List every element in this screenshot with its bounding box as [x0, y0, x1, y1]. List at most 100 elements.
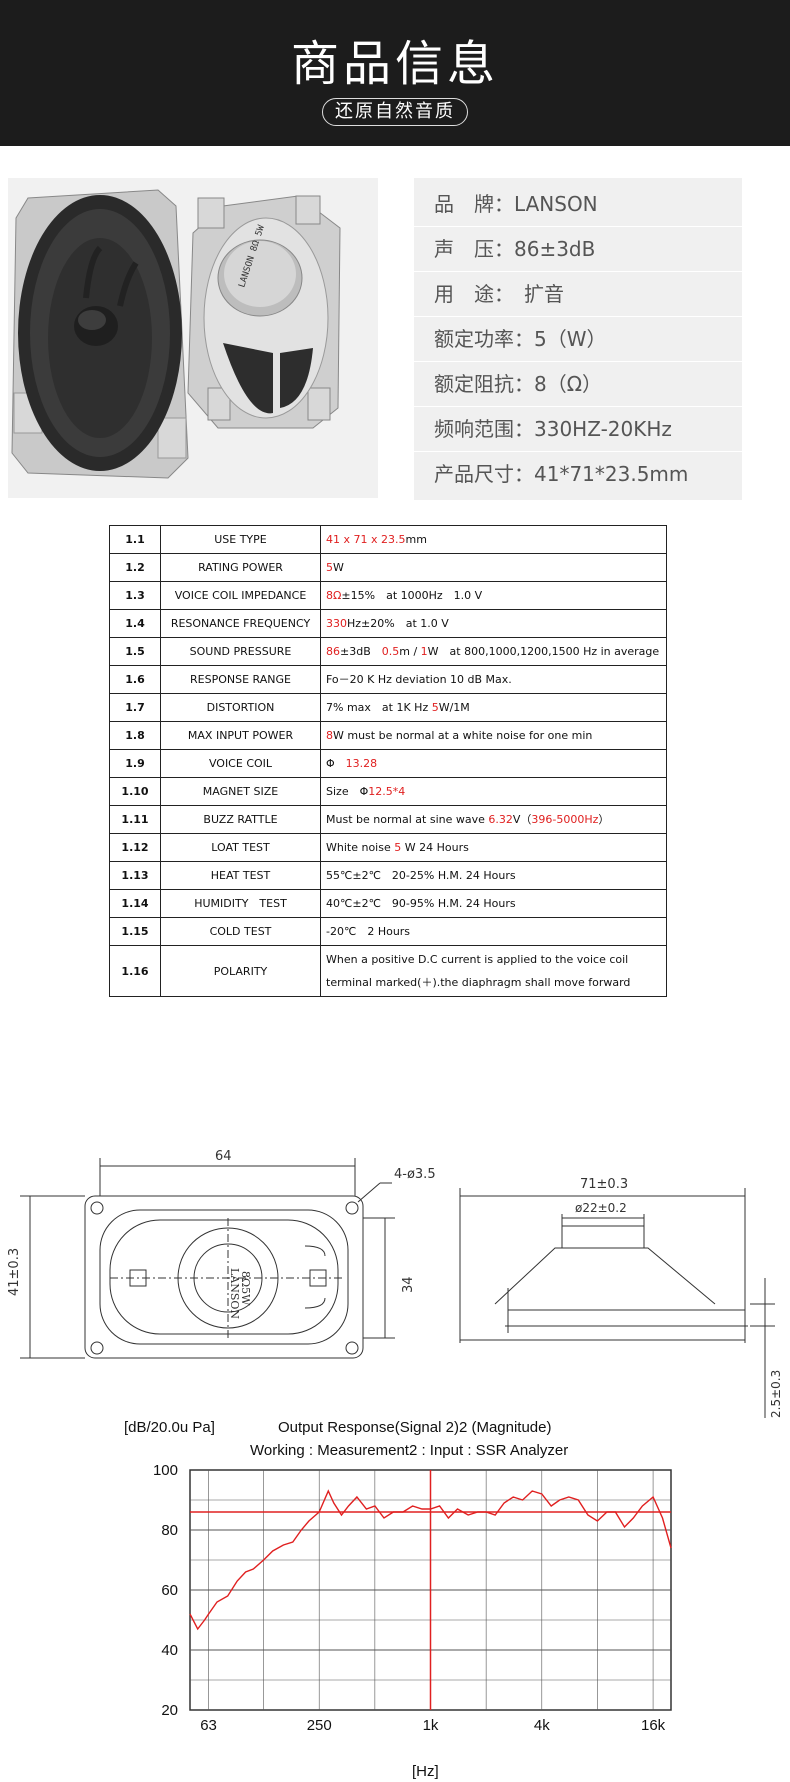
- spec-text: 0.5: [381, 645, 400, 658]
- product-photo: LANSON 8Ω 5W: [8, 178, 378, 498]
- row-spec: 86±3dB 0.5m / 1W at 800,1000,1200,1500 H…: [320, 637, 667, 666]
- spec-text: ±3dB: [340, 645, 382, 658]
- cone-rating-label: 8Ω5W: [239, 1271, 252, 1306]
- spec-label: 声 压：: [434, 237, 514, 261]
- dim-height-label: 41±0.3: [7, 1248, 22, 1296]
- spec-value: 86±3dB: [514, 237, 596, 261]
- spec-label: 用 途：: [434, 282, 504, 306]
- spec-text: 396-5000Hz: [531, 813, 599, 826]
- row-number: 1.5: [109, 637, 161, 666]
- spec-value: 41*71*23.5mm: [534, 462, 689, 486]
- row-spec: 41 x 71 x 23.5mm: [320, 525, 667, 554]
- x-tick-label: 250: [307, 1717, 332, 1734]
- x-tick-label: 4k: [534, 1717, 550, 1734]
- spec-text: W at 800,1000,1200,1500 Hz in average: [427, 645, 660, 658]
- row-number: 1.14: [109, 889, 161, 918]
- subtitle-badge: 还原自然音质: [322, 98, 468, 126]
- row-spec: 40℃±2℃ 90-95% H.M. 24 Hours: [320, 889, 667, 918]
- row-number: 1.16: [109, 945, 161, 997]
- spec-text: -20℃ 2 Hours: [326, 925, 411, 938]
- spec-row: 额定阻抗：8（Ω）: [414, 362, 742, 406]
- row-item: LOAT TEST: [160, 833, 321, 862]
- spec-divider: [414, 226, 742, 227]
- spec-row: 频响范围：330HZ-20KHz: [414, 407, 742, 451]
- row-spec: Φ 13.28: [320, 749, 667, 778]
- row-number: 1.12: [109, 833, 161, 862]
- dim-inner-label: 34: [401, 1276, 416, 1293]
- spec-row: 声 压：86±3dB: [414, 227, 742, 271]
- response-curve: [189, 1489, 672, 1631]
- row-number: 1.7: [109, 693, 161, 722]
- frequency-response-chart: [dB/20.0u Pa] Output Response(Signal 2)2…: [124, 1419, 672, 1780]
- spec-label: 额定阻抗：: [434, 372, 534, 396]
- row-item: SOUND PRESSURE: [160, 637, 321, 666]
- spec-text: W/1M: [438, 701, 470, 714]
- row-item: DISTORTION: [160, 693, 321, 722]
- spec-label: 品 牌：: [434, 192, 514, 216]
- row-number: 1.1: [109, 525, 161, 554]
- spec-label: 频响范围：: [434, 417, 534, 441]
- row-item: HEAT TEST: [160, 861, 321, 890]
- spec-text: 7% max at 1K Hz: [326, 701, 432, 714]
- spec-divider: [414, 361, 742, 362]
- row-number: 1.4: [109, 609, 161, 638]
- spec-text: mm: [405, 533, 427, 546]
- row-spec: When a positive D.C current is applied t…: [320, 945, 667, 997]
- row-spec: 8Ω±15% at 1000Hz 1.0 V: [320, 581, 667, 610]
- chart-ylabel: [dB/20.0u Pa]: [124, 1419, 215, 1436]
- spec-divider: [414, 271, 742, 272]
- row-item: POLARITY: [160, 945, 321, 997]
- spec-divider: [414, 406, 742, 407]
- cone-brand-label: LANSON: [228, 1268, 241, 1319]
- row-spec: -20℃ 2 Hours: [320, 917, 667, 946]
- row-spec: 55℃±2℃ 20-25% H.M. 24 Hours: [320, 861, 667, 890]
- row-item: VOICE COIL: [160, 749, 321, 778]
- row-item: MAGNET SIZE: [160, 777, 321, 806]
- y-tick-label: 20: [161, 1702, 178, 1719]
- spec-text: 55℃±2℃ 20-25% H.M. 24 Hours: [326, 869, 516, 882]
- spec-label: 产品尺寸：: [434, 462, 534, 486]
- spec-value: LANSON: [514, 192, 598, 216]
- spec-text: m /: [399, 645, 421, 658]
- row-number: 1.2: [109, 553, 161, 582]
- spec-text: 8Ω: [326, 589, 342, 602]
- row-number: 1.9: [109, 749, 161, 778]
- spec-divider: [414, 316, 742, 317]
- spec-row: 额定功率：5（W）: [414, 317, 742, 361]
- spec-text: Must be normal at sine wave: [326, 813, 489, 826]
- row-number: 1.6: [109, 665, 161, 694]
- spec-text: 5: [326, 561, 333, 574]
- row-spec: Fo－20 K Hz deviation 10 dB Max.: [320, 665, 667, 694]
- spec-text: ）: [598, 813, 610, 826]
- row-item: RATING POWER: [160, 553, 321, 582]
- spec-text: ±15% at 1000Hz 1.0 V: [341, 589, 483, 602]
- row-item: USE TYPE: [160, 525, 321, 554]
- spec-text: 1: [420, 645, 428, 658]
- dim-length-label: 71±0.3: [580, 1177, 628, 1192]
- row-spec: Size Φ12.5*4: [320, 777, 667, 806]
- dim-width-label: 64: [215, 1149, 232, 1164]
- row-item: COLD TEST: [160, 917, 321, 946]
- spec-text: V（: [512, 813, 532, 826]
- row-number: 1.10: [109, 777, 161, 806]
- spec-text: White noise: [326, 841, 395, 854]
- row-item: HUMIDITY TEST: [160, 889, 321, 918]
- spec-text: 5: [431, 701, 439, 714]
- spec-text: 12.5*4: [368, 785, 406, 798]
- spec-text: Fo－20 K Hz deviation 10 dB Max.: [326, 673, 512, 686]
- y-tick-label: 80: [161, 1522, 178, 1539]
- row-number: 1.8: [109, 721, 161, 750]
- spec-label: 额定功率：: [434, 327, 534, 351]
